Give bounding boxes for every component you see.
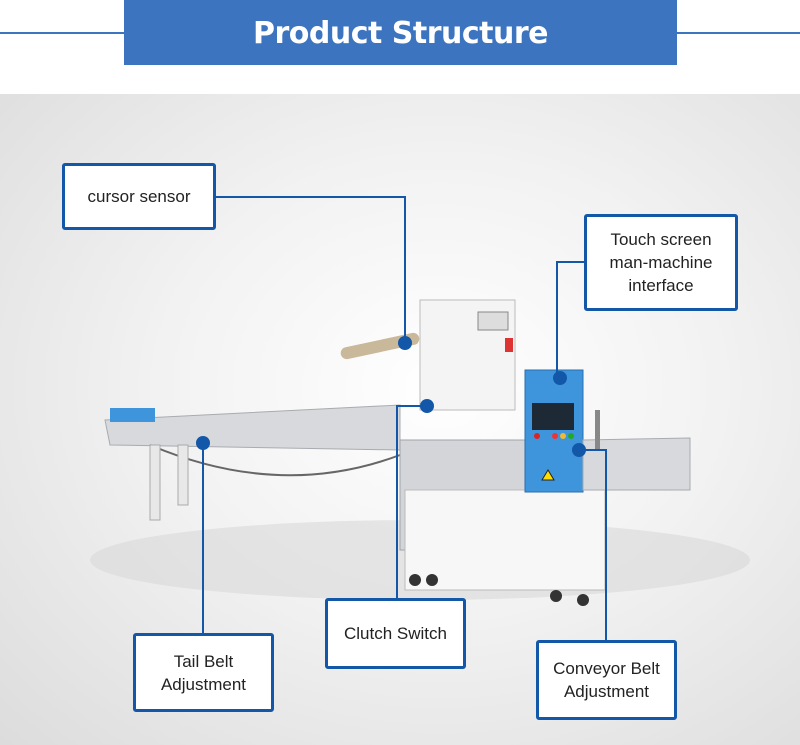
label-touch-screen: Touch screen man-machine interface xyxy=(584,214,738,311)
machine-cabinet xyxy=(404,489,606,591)
header-rule-left xyxy=(0,32,124,34)
clutch-switch-marker xyxy=(420,399,434,413)
control-panel xyxy=(524,369,584,493)
tail-belt-marker xyxy=(196,436,210,450)
label-tail-belt: Tail Belt Adjustment xyxy=(133,633,274,712)
header-rule-right xyxy=(677,32,800,34)
cursor-sensor-marker xyxy=(398,336,412,350)
leader-lines xyxy=(202,196,607,640)
tail-blue-cover xyxy=(110,408,155,422)
touch-screen-marker xyxy=(553,371,567,385)
label-cursor-sensor: cursor sensor xyxy=(62,163,216,230)
label-conveyor-belt: Conveyor Belt Adjustment xyxy=(536,640,677,720)
outfeed-conveyor xyxy=(582,437,691,491)
page-title: Product Structure xyxy=(124,0,677,65)
label-clutch-switch: Clutch Switch xyxy=(325,598,466,669)
conveyor-belt-marker xyxy=(572,443,586,457)
